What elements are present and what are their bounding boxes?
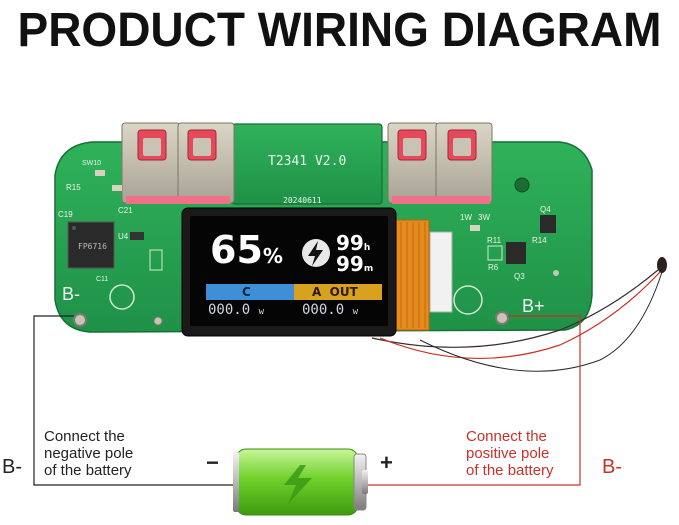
silk-r6: R6 <box>488 263 499 272</box>
battery-negative-sign: − <box>206 450 219 475</box>
positive-note-line-1: Connect the <box>466 428 547 445</box>
battery-bolt-icon <box>284 465 312 504</box>
lcd-percent-sign: % <box>262 244 283 268</box>
silk-r11: R11 <box>487 236 502 245</box>
lcd-minutes-value: 99 <box>336 252 364 276</box>
silk-c21: C21 <box>118 206 133 215</box>
controller-chip <box>67 221 115 269</box>
board-model: T2341 V2.0 <box>268 154 347 169</box>
lcd-readout-right-value: 000.0 <box>302 302 345 318</box>
thermistor-bead <box>657 257 667 273</box>
silk-c11: C11 <box>96 276 109 283</box>
lcd-readout-left-value: 000.0 <box>208 302 251 318</box>
silk-r14: R14 <box>532 236 547 245</box>
lcd-bar-left <box>206 284 294 300</box>
pad-b-plus <box>495 311 509 325</box>
silk-q3: Q3 <box>514 272 525 281</box>
usb-port-left-2 <box>177 122 235 204</box>
negative-note-line-2: negative pole <box>44 445 134 462</box>
lcd-hours-unit: h <box>363 243 371 253</box>
pad-b-minus <box>73 313 87 327</box>
silk-c19: C19 <box>58 210 73 219</box>
wire-negative <box>33 315 236 486</box>
negative-pole-note: Connect the negative pole of the battery <box>44 428 133 479</box>
silk-pad-right: B+ <box>522 296 545 316</box>
negative-note-line-1: Connect the <box>44 428 125 445</box>
flex-connector <box>394 219 430 331</box>
thermistor-wire <box>371 269 659 348</box>
silk-3w: 3W <box>478 213 490 222</box>
lcd-readout-left: 000.0 w <box>208 302 264 318</box>
usb-port-right-1 <box>387 122 439 204</box>
lcd-percent: 65% <box>210 230 283 276</box>
battery-positive-sign: + <box>380 450 393 475</box>
positive-note-line-2: positive pole <box>466 445 550 462</box>
lcd-readout-left-unit: w <box>258 307 265 317</box>
silk-1w: 1W <box>460 213 472 222</box>
lcd-minutes-unit: m <box>363 264 374 274</box>
usb-port-right-2 <box>435 122 493 204</box>
lcd-hours-value: 99 <box>336 231 364 255</box>
positive-pole-note: Connect the positive pole of the battery <box>466 428 554 479</box>
lcd-readout-right-unit: w <box>352 307 359 317</box>
battery <box>233 448 368 516</box>
right-terminal-label: B- <box>602 456 622 478</box>
silk-pad-left: B- <box>62 284 80 304</box>
board-date-code: 20240611 <box>283 196 322 205</box>
usb-port-left-1 <box>121 122 181 204</box>
lcd-bar-left-label: C <box>242 285 251 299</box>
silk-q4: Q4 <box>540 205 551 214</box>
page-title: PRODUCT WIRING DIAGRAM <box>17 1 662 57</box>
silk-r15: R15 <box>66 183 81 192</box>
chip-label: FP6716 <box>78 242 107 251</box>
lcd-readout-right: 000.0 w <box>302 302 358 318</box>
positive-note-line-3: of the battery <box>466 462 554 479</box>
left-terminal-label: B- <box>2 456 22 478</box>
wire-positive <box>366 315 581 486</box>
lcd-minutes: 99m <box>336 254 373 279</box>
lcd-percent-value: 65 <box>210 228 263 272</box>
lcd-bar-right <box>294 284 382 300</box>
lcd-bar-right-label: A OUT <box>312 285 358 299</box>
silk-sw10: SW10 <box>82 160 102 167</box>
silk-u4: U4 <box>118 232 129 241</box>
negative-note-line-3: of the battery <box>44 462 132 479</box>
lcd-hours: 99h <box>336 233 370 258</box>
